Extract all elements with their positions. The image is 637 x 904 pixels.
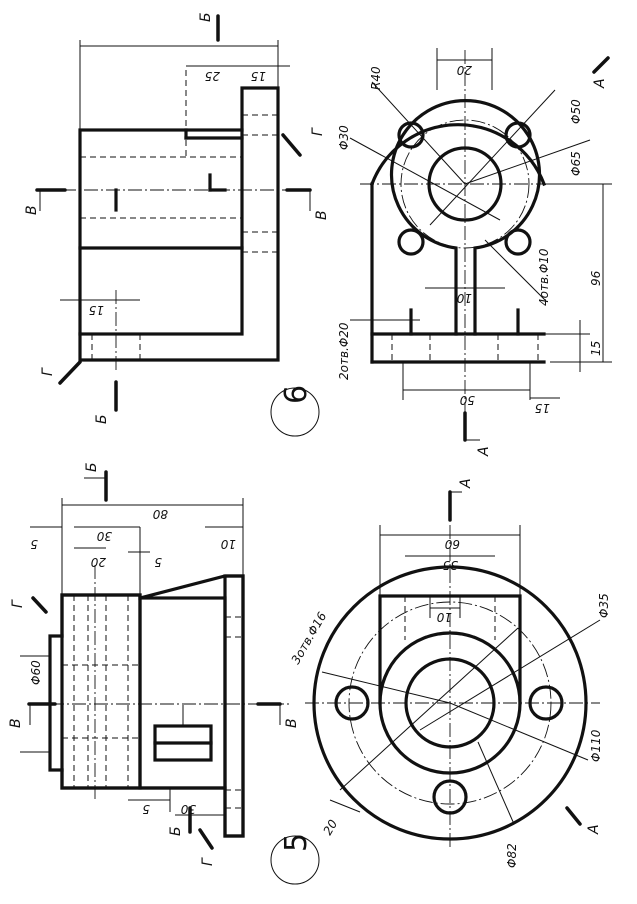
v6-dim-holes2: 2отв.Φ20	[337, 322, 351, 380]
v5-dim-60: 60	[444, 537, 460, 551]
view6-elevation	[60, 40, 300, 372]
v5-dim-30: 30	[96, 529, 112, 543]
v6-dim-15b: 15	[89, 303, 104, 317]
v5-dim-5c: 5	[142, 802, 150, 816]
v6-label-b-bottom: Б	[94, 414, 110, 424]
v5-dim-10: 10	[220, 537, 236, 551]
v5-dim-20: 20	[90, 555, 106, 569]
v6-dim-96: 96	[589, 270, 603, 286]
v6-dim-10: 10	[456, 291, 472, 305]
v6-label-v-left: В	[24, 205, 40, 215]
v6-label-v-right: В	[314, 210, 330, 220]
v5-label-v-right: В	[284, 718, 300, 728]
v6-label-a-top: А	[592, 78, 608, 89]
v5-dim-phi82: Φ82	[505, 843, 519, 868]
v5-dim-holes: 3отв.Φ16	[288, 609, 329, 666]
v5-dim-20b: 20	[320, 817, 340, 838]
v5-dim-phi35: Φ35	[597, 593, 611, 618]
v6-dim-phi30: Φ30	[337, 125, 351, 150]
v6-dim-15d: 15	[535, 401, 550, 415]
v6-label-b-top: Б	[198, 12, 214, 22]
v5-label-g-bottom: Г	[200, 857, 216, 866]
v5-dim-5a: 5	[30, 537, 38, 551]
v6-dim-holes4: 4отв.Φ10	[537, 248, 551, 306]
view5-number: 5	[279, 833, 314, 852]
v6-dim-25: 25	[205, 69, 220, 83]
v5-label-b-bottom: Б	[168, 826, 184, 836]
v6-label-a-bottom: А	[476, 446, 492, 457]
v5-dim-10b: 10	[436, 610, 452, 624]
v5-label-v-left: В	[8, 718, 24, 728]
v6-dim-15c: 15	[589, 341, 603, 356]
v5-dim-5b: 5	[154, 555, 162, 569]
v6-label-g-left: Г	[40, 367, 56, 376]
v6-dim-15a: 15	[251, 69, 266, 83]
view6-plan	[349, 48, 612, 420]
v5-label-a-bottom: А	[586, 824, 602, 835]
v6-label-g-right: Г	[310, 127, 326, 136]
view5-plan	[305, 525, 601, 850]
view5-elevation	[20, 498, 290, 838]
v5-dim-35: 35	[443, 558, 458, 572]
view5-plan-markers	[448, 490, 582, 826]
v5-label-b-top: Б	[84, 462, 100, 472]
v6-dim-r40: R40	[369, 66, 383, 90]
v6-dim-phi65: Φ65	[569, 151, 583, 176]
v6-dim-20: 20	[456, 63, 472, 77]
v5-label-a-top: А	[458, 478, 474, 489]
view6-number: 6	[279, 385, 314, 404]
v5-dim-80: 80	[152, 507, 168, 521]
v6-dim-50: 50	[459, 393, 475, 407]
v5-dim-30b: 30	[180, 802, 196, 816]
v5-dim-phi60: Φ60	[29, 660, 43, 685]
view6-plan-markers	[463, 56, 610, 442]
v5-label-g-left: Г	[10, 599, 26, 608]
view5-section-markers	[27, 470, 282, 850]
view6-section-markers	[35, 14, 312, 412]
v6-dim-phi50: Φ50	[569, 99, 583, 124]
v5-dim-phi110: Φ110	[589, 729, 603, 762]
